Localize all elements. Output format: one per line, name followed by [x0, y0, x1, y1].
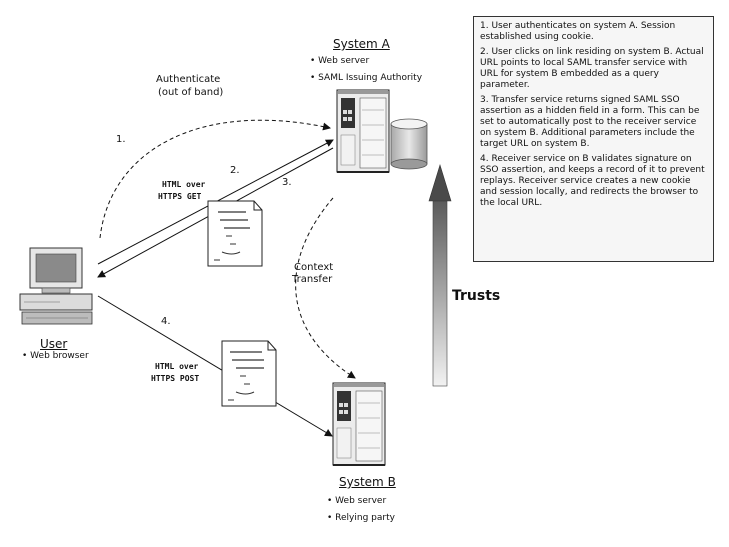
step-number: 1.: [480, 21, 489, 31]
step-number: 4.: [480, 154, 489, 164]
step4-arrow: [97, 295, 333, 437]
step-item-3: 3. Transfer service returns signed SAML …: [480, 95, 707, 150]
bullet-icon: •: [310, 56, 319, 66]
step-text: User clicks on link residing on system B…: [480, 47, 704, 90]
step-text: Transfer service returns signed SAML SSO…: [480, 95, 700, 149]
html-over-label-post: HTML over: [155, 362, 199, 371]
context-transfer-arrow: [295, 197, 356, 379]
step-number: 3.: [480, 95, 489, 105]
step1-label: 1.: [116, 134, 126, 145]
step3-label: 3.: [282, 177, 292, 188]
https-get-label: HTTPS GET: [158, 192, 202, 201]
system-a-bullet-1: • Web server: [310, 55, 369, 68]
out-of-band-label: (out of band): [158, 87, 224, 98]
system-a-title: System A: [333, 37, 390, 51]
transfer-label: Transfer: [292, 274, 333, 285]
system-b-bullet-2: • Relying party: [327, 512, 395, 525]
bullet-icon: •: [22, 351, 31, 361]
https-post-label: HTTPS POST: [151, 374, 200, 383]
steps-box: 1. User authenticates on system A. Sessi…: [473, 16, 714, 262]
authenticate-arrow: [99, 119, 331, 239]
authenticate-label: Authenticate: [156, 74, 221, 85]
trusts-arrow: [428, 163, 452, 387]
user-bullet-1: • Web browser: [22, 350, 89, 363]
document-icon-post: [221, 340, 277, 407]
system-b-server-icon: [332, 382, 386, 466]
system-b-bullet-1: • Web server: [327, 495, 386, 508]
user-computer-icon: [19, 247, 93, 325]
user-title: User: [40, 337, 68, 351]
system-a-web-server: Web server: [318, 56, 370, 66]
html-over-label-get: HTML over: [162, 180, 206, 189]
system-a-bullet-2: • SAML Issuing Authority: [310, 72, 422, 85]
document-icon-get: [207, 200, 263, 267]
bullet-icon: •: [310, 73, 319, 83]
step-item-4: 4. Receiver service on B validates signa…: [480, 154, 707, 209]
bullet-icon: •: [327, 513, 336, 523]
database-icon: [390, 118, 428, 170]
system-b-relying-party: Relying party: [335, 513, 395, 523]
system-a-issuing-authority: SAML Issuing Authority: [318, 73, 423, 83]
step-item-1: 1. User authenticates on system A. Sessi…: [480, 21, 707, 43]
user-web-browser: Web browser: [30, 351, 89, 361]
system-b-title: System B: [339, 475, 396, 489]
step-text: Receiver service on B validates signatur…: [480, 154, 705, 208]
step-item-2: 2. User clicks on link residing on syste…: [480, 47, 707, 91]
trusts-label: Trusts: [452, 288, 501, 304]
system-b-web-server: Web server: [335, 496, 387, 506]
step-number: 2.: [480, 47, 489, 57]
bullet-icon: •: [327, 496, 336, 506]
step-text: User authenticates on system A. Session …: [480, 21, 676, 42]
step4-label: 4.: [161, 316, 171, 327]
system-a-server-icon: [336, 89, 390, 173]
context-label: Context: [294, 262, 334, 273]
step2-label: 2.: [230, 165, 240, 176]
